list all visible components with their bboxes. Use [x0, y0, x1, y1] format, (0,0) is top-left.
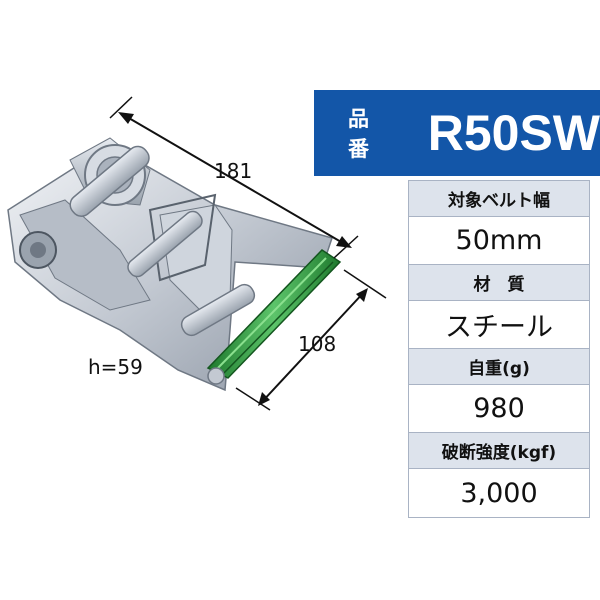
width-dimension-label: 108: [298, 332, 336, 356]
spec-header-breaking-strength: 破断強度(kgf): [409, 433, 589, 469]
width-dimension: 108: [235, 269, 387, 411]
buckle-body: [7, 137, 333, 392]
spec-value-material: スチール: [409, 301, 589, 349]
spec-header-weight: 自重(g): [409, 349, 589, 385]
height-dimension-label: h=59: [88, 355, 143, 379]
spec-header-material: 材 質: [409, 265, 589, 301]
part-number-value: R50SW: [427, 105, 600, 161]
spec-header-belt-width: 対象ベルト幅: [409, 181, 589, 217]
spec-value-belt-width: 50mm: [409, 217, 589, 265]
spec-value-weight: 980: [409, 385, 589, 433]
spec-table: 対象ベルト幅 50mm 材 質 スチール 自重(g) 980 破断強度(kgf)…: [408, 180, 590, 518]
length-dimension-label: 181: [214, 159, 252, 183]
length-dimension: 181: [109, 96, 359, 259]
axle-rollers: [69, 145, 256, 337]
part-number-label: 品 番: [348, 107, 375, 161]
spec-value-breaking-strength: 3,000: [409, 469, 589, 517]
part-number-badge: 品 番 R50SW: [314, 90, 600, 176]
